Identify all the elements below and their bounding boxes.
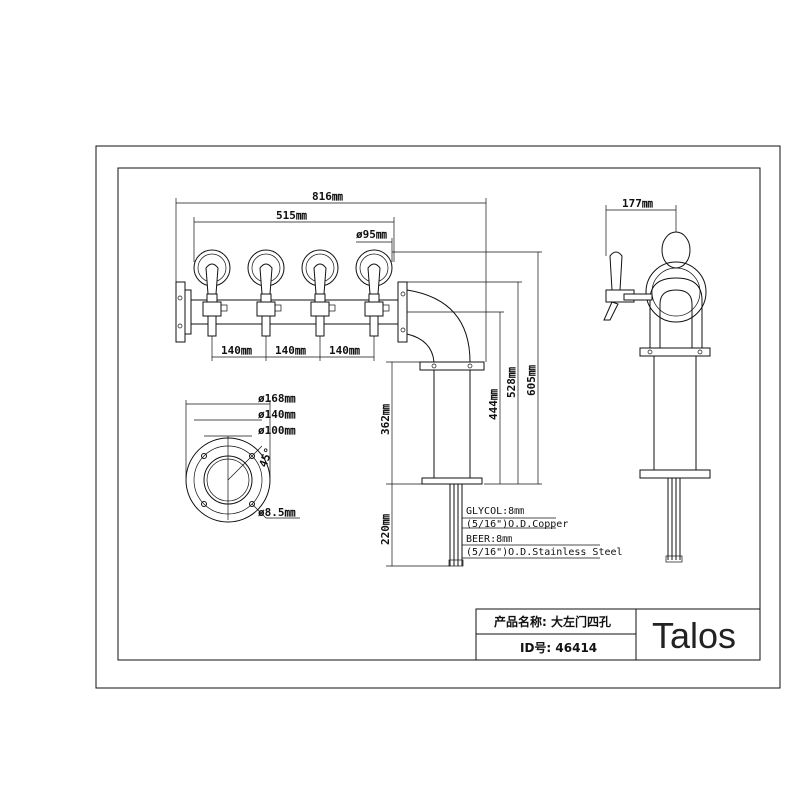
product-id: ID号: 46414 bbox=[520, 640, 597, 655]
dim-hole: ø8.5㎜ bbox=[258, 506, 296, 519]
front-view: 816㎜ 515㎜ ø95㎜ 140㎜ 140㎜ 140㎜ 362㎜ 444㎜ … bbox=[175, 190, 542, 567]
dim-height-528: 528㎜ bbox=[505, 367, 518, 398]
dim-bolt-circle: ø140㎜ bbox=[258, 408, 296, 421]
beer-material: (5/16")O.D.Stainless Steel bbox=[466, 547, 623, 558]
dim-height-362: 362㎜ bbox=[379, 404, 392, 435]
base-plate-view: ø168㎜ ø140㎜ ø100㎜ 45° ø8.5㎜ bbox=[185, 392, 300, 523]
tap-4 bbox=[355, 249, 393, 337]
tap-3 bbox=[301, 249, 339, 337]
inner-frame bbox=[117, 167, 761, 661]
dim-tube-220: 220㎜ bbox=[379, 514, 392, 545]
tap-2 bbox=[247, 249, 285, 337]
glycol-spec: GLYCOL:8㎜ bbox=[466, 506, 524, 517]
dim-plate-outer: ø168㎜ bbox=[258, 392, 296, 405]
dim-flange-span: 515㎜ bbox=[276, 209, 307, 222]
dim-depth-177: 177㎜ bbox=[622, 197, 653, 210]
dim-tap-pitch-1: 140㎜ bbox=[221, 344, 252, 357]
dim-height-605: 605㎜ bbox=[525, 365, 538, 396]
dim-height-444: 444㎜ bbox=[487, 389, 500, 420]
tubing-notes: GLYCOL:8㎜ (5/16")O.D.Copper BEER:8㎜ (5/1… bbox=[462, 506, 623, 559]
talos-logo: Talos bbox=[652, 615, 736, 656]
product-name: 产品名称: 大左门四孔 bbox=[494, 614, 611, 629]
dim-overall-width: 816㎜ bbox=[312, 190, 343, 203]
title-block: 产品名称: 大左门四孔 ID号: 46414 Talos bbox=[475, 608, 761, 661]
glycol-material: (5/16")O.D.Copper bbox=[466, 519, 568, 530]
dim-plate-inner: ø100㎜ bbox=[258, 424, 296, 437]
dim-medallion-dia: ø95㎜ bbox=[356, 228, 387, 241]
outer-frame bbox=[95, 145, 781, 689]
tap-1 bbox=[193, 249, 231, 337]
beer-spec: BEER:8㎜ bbox=[466, 534, 512, 545]
side-view: 177㎜ bbox=[603, 197, 711, 563]
dim-tap-pitch-3: 140㎜ bbox=[329, 344, 360, 357]
dim-angle: 45° bbox=[257, 446, 276, 469]
dim-tap-pitch-2: 140㎜ bbox=[275, 344, 306, 357]
